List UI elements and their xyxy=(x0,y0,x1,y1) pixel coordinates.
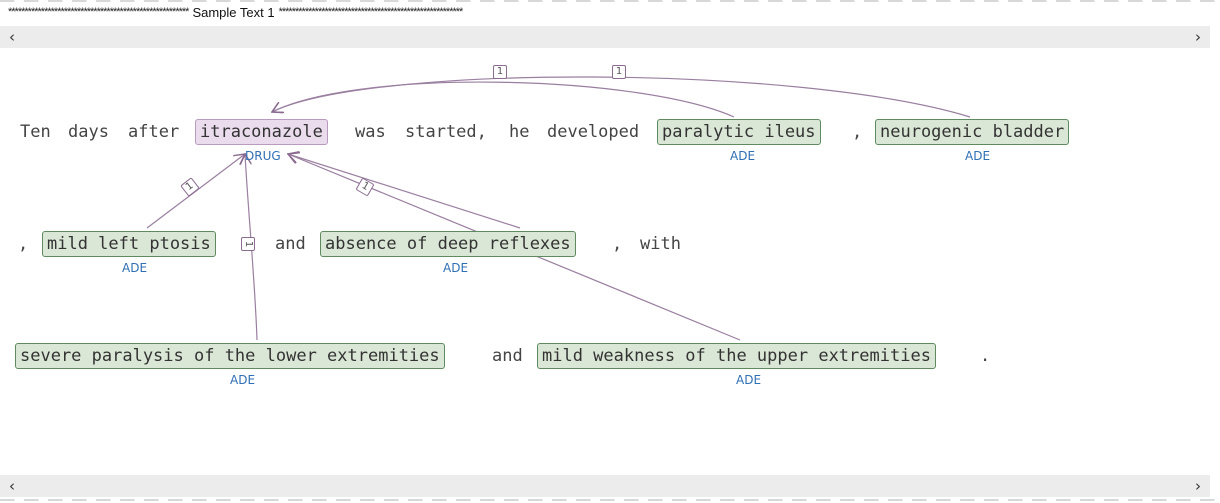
scroll-right-icon[interactable]: › xyxy=(1195,28,1201,46)
entity-label-ade: ADE xyxy=(965,149,991,163)
token: Ten xyxy=(20,122,51,142)
token: with xyxy=(640,234,681,254)
bottom-divider xyxy=(0,499,1220,501)
token: . xyxy=(980,346,991,366)
scroll-right-icon[interactable]: › xyxy=(1195,477,1201,495)
token: and xyxy=(275,234,306,254)
entity-label-ade: ADE xyxy=(122,261,148,275)
token: , xyxy=(612,234,623,254)
top-divider xyxy=(0,0,1220,2)
entity-ade-paralytic-ileus[interactable]: paralytic ileus xyxy=(657,119,821,145)
entity-ade-severe-paralysis[interactable]: severe paralysis of the lower extremitie… xyxy=(15,343,445,369)
entity-ade-mild-weakness[interactable]: mild weakness of the upper extremities xyxy=(537,343,936,369)
arc-ileus xyxy=(272,81,735,118)
stars-right: ****************************************… xyxy=(278,6,464,18)
entity-ade-absence-of-deep-reflexes[interactable]: absence of deep reflexes xyxy=(320,231,576,257)
top-scrollbar[interactable]: ‹ › xyxy=(0,26,1210,48)
entity-label-ade: ADE xyxy=(730,149,756,163)
token: he xyxy=(509,122,530,142)
bottom-scrollbar[interactable]: ‹ › xyxy=(0,475,1210,497)
relation-label[interactable]: 1 xyxy=(612,65,626,79)
entity-ade-mild-left-ptosis[interactable]: mild left ptosis xyxy=(42,231,216,257)
token: was xyxy=(355,122,386,142)
document-header: ****************************************… xyxy=(0,0,1220,24)
stars-left: ****************************************… xyxy=(8,6,189,18)
token: developed xyxy=(547,122,640,142)
relation-label[interactable]: 1 xyxy=(493,65,507,79)
relation-arcs xyxy=(146,76,971,341)
entity-label-ade: ADE xyxy=(736,373,762,387)
entity-label-drug: DRUG xyxy=(245,149,281,163)
entity-drug-itraconazole[interactable]: itraconazole xyxy=(195,119,328,145)
token: days xyxy=(68,122,109,142)
scroll-left-icon[interactable]: ‹ xyxy=(9,28,15,46)
token: , xyxy=(852,122,863,142)
document-title: Sample Text 1 xyxy=(192,4,275,20)
token: , xyxy=(18,234,29,254)
scroll-left-icon[interactable]: ‹ xyxy=(9,477,15,495)
arc-bladder xyxy=(272,76,971,118)
entity-ade-neurogenic-bladder[interactable]: neurogenic bladder xyxy=(875,119,1070,145)
entity-label-ade: ADE xyxy=(230,373,256,387)
token: and xyxy=(492,346,523,366)
entity-label-ade: ADE xyxy=(443,261,469,275)
arc-reflexes xyxy=(288,154,521,229)
relation-label[interactable]: 1 xyxy=(241,237,255,251)
annotation-canvas: 1 1 1 1 1 1 Ten days after itraconazole … xyxy=(0,50,1210,475)
token: after xyxy=(128,122,180,142)
token: started, xyxy=(405,122,487,142)
